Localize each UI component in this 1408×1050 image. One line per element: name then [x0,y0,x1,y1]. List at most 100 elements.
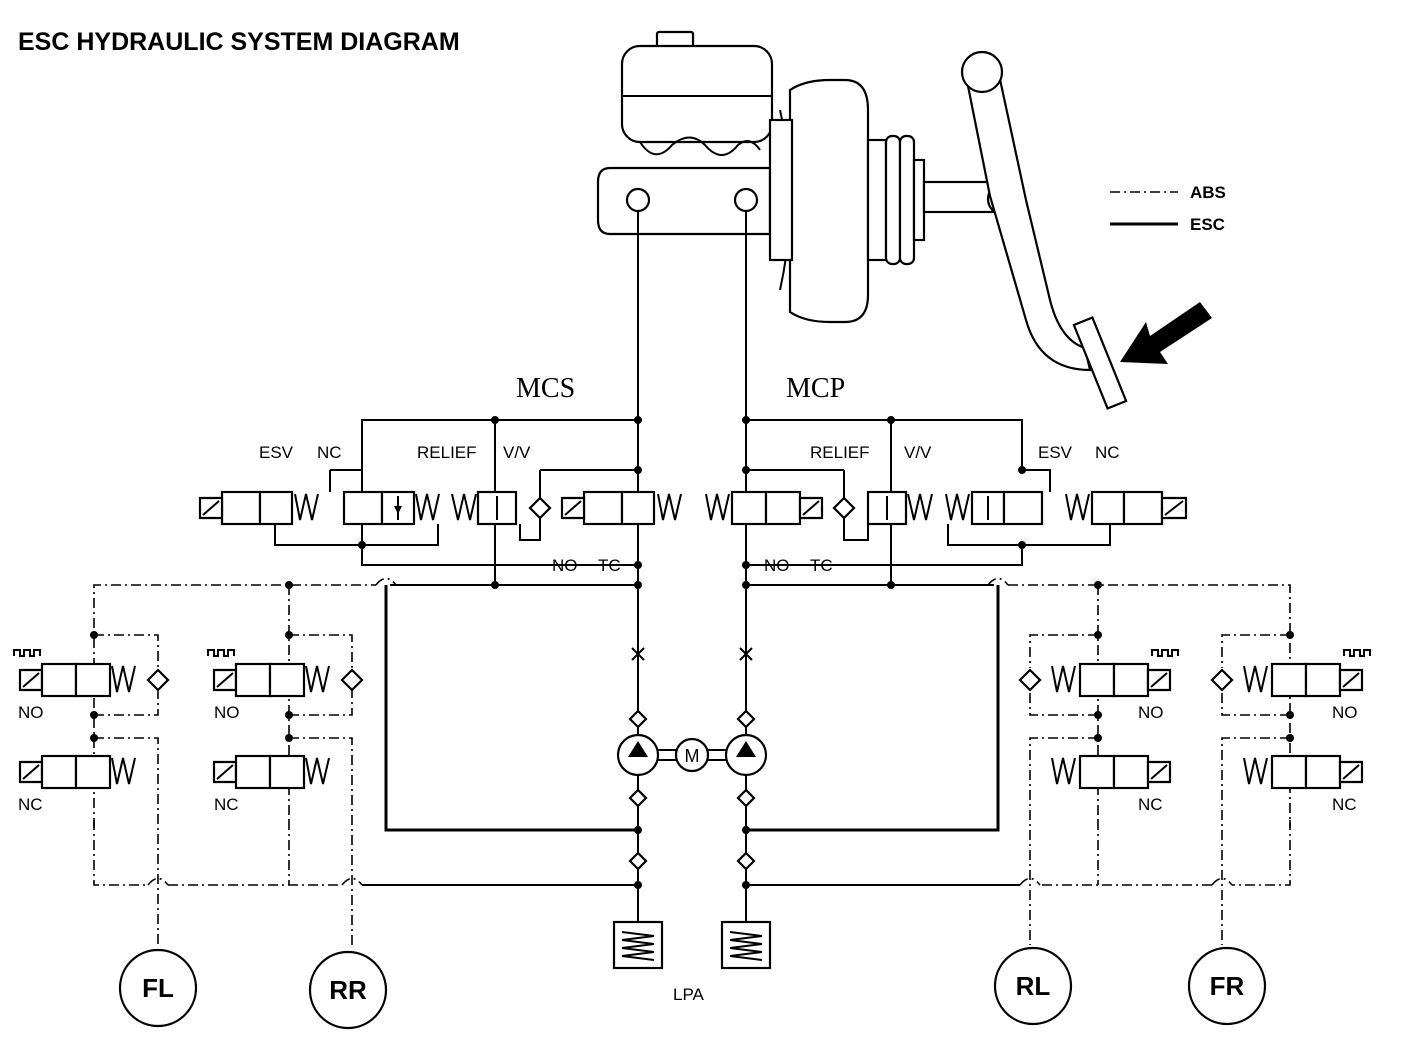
check-valve-icon [736,788,756,808]
check-valve-icon [628,851,648,871]
check-valve-icon [340,668,364,692]
outlet-valve-rl-a [1078,754,1116,790]
outlet-nc-label-fr: NC [1332,795,1357,814]
relief-vv-label-left: V/V [503,443,531,462]
brake-pedal-arm [964,68,1092,372]
wheel-label-fl: FL [142,973,174,1003]
brake-booster [788,78,870,324]
legend-esc-label: ESC [1190,215,1225,234]
spring-icon [1051,665,1076,693]
lpa-label: LPA [673,985,705,1004]
check-valve-icon [736,851,756,871]
pwm-signal-icon [1151,649,1179,657]
relief-vv-label-right: V/V [904,443,932,462]
inlet-valve-fl-b [74,662,112,698]
esv-label-left: ESV [259,443,294,462]
outlet-valve-rr-b [268,754,306,790]
spring-icon [305,665,330,693]
motor-label: M [685,746,700,766]
tc-valve-right-b [764,490,802,526]
spring-icon [1243,757,1268,785]
outlet-valve-fr-a [1270,754,1308,790]
spring-icon [294,493,319,521]
inlet-valve-fl-a [40,662,78,698]
master-cylinder-assembly [596,30,1212,410]
spring-icon [305,757,330,785]
pump-motor [674,737,710,773]
outlet-valve-fr-b [1304,754,1342,790]
esv-label-right: ESV [1038,443,1073,462]
outlet-nc-label-rl: NC [1138,795,1163,814]
pump-motor-unit: M [616,647,768,889]
inlet-valve-fr-a [1270,662,1308,698]
tc-valve-left-b [620,490,656,526]
pwm-signal-icon [207,649,235,657]
spring-icon [945,493,970,521]
check-valve-icon [1018,668,1042,692]
esv-nc-label-left: NC [317,443,342,462]
tc-valve-left-a [582,490,624,526]
right-esc-module: RELIEF V/V ESV NC NO TC [705,416,1188,834]
outlet-valve-fl-a [40,754,78,790]
brake-pedal-pad [1072,316,1128,410]
circuit-label-mcs: MCS [516,373,575,404]
left-esc-module: ESV NC RELIEF V/V [198,416,682,834]
spring-icon [657,493,682,521]
pwm-signal-icon [13,649,41,657]
spring-icon [729,931,763,961]
pedal-pivot [960,50,1004,94]
spring-icon [621,931,655,961]
check-valve-icon [832,496,856,520]
spring-icon [1065,493,1090,521]
outlet-valve-fl-b [74,754,112,790]
tc-valve-right-a [730,490,768,526]
inlet-valve-rl-b [1112,662,1150,698]
spring-icon [1243,665,1268,693]
inlet-no-label-fr: NO [1332,703,1358,722]
spring-icon [451,493,477,521]
tc-label-right: TC [810,556,833,575]
check-valve-icon [528,496,552,520]
esc-return-line-right [746,585,1000,832]
inlet-no-label-rr: NO [214,703,240,722]
wheel-label-rl: RL [1016,971,1051,1001]
circuit-label-mcp: MCP [786,373,845,404]
right-wheel-valves: NO NC NO NC [1018,649,1371,814]
inlet-no-label-fl: NO [18,703,44,722]
abs-lines-left [90,577,638,945]
legend: ABS ESC [1110,183,1226,234]
mcs-outlet-port [625,187,651,213]
esv-nc-label-right: NC [1095,443,1120,462]
check-valve-icon [1210,668,1234,692]
orifice-icon [739,647,753,661]
spring-icon [705,493,730,521]
wheel-brake-rl [993,946,1073,1026]
spring-icon [415,493,440,521]
esv-valve-left-a [220,490,262,526]
wheel-brake-fl [118,948,198,1028]
spring-icon [1051,757,1076,785]
relief-label-right: RELIEF [810,443,870,462]
spring-icon [111,757,136,785]
check-valve-icon [628,709,648,729]
wheel-brakes: FL RR RL FR [118,946,1267,1030]
low-pressure-accumulators: LPA [612,920,772,1004]
orifice-icon [631,647,645,661]
wheel-label-rr: RR [329,975,367,1005]
inlet-valve-fr-b [1304,662,1342,698]
abs-lines-right [746,577,1294,945]
esv-valve-right-b [1090,490,1126,526]
spring-icon [111,665,136,693]
inlet-valve-rr-b [268,662,306,698]
legend-abs-label: ABS [1190,183,1226,202]
check-valve-icon [628,788,648,808]
mcp-outlet-port [733,187,759,213]
pwm-signal-icon [1343,649,1371,657]
inlet-valve-rr-a [234,662,272,698]
tc-no-label-left: NO [552,556,578,575]
wheel-brake-rr [308,950,388,1030]
brake-fluid-reservoir [620,44,774,144]
wheel-label-fr: FR [1210,971,1245,1001]
